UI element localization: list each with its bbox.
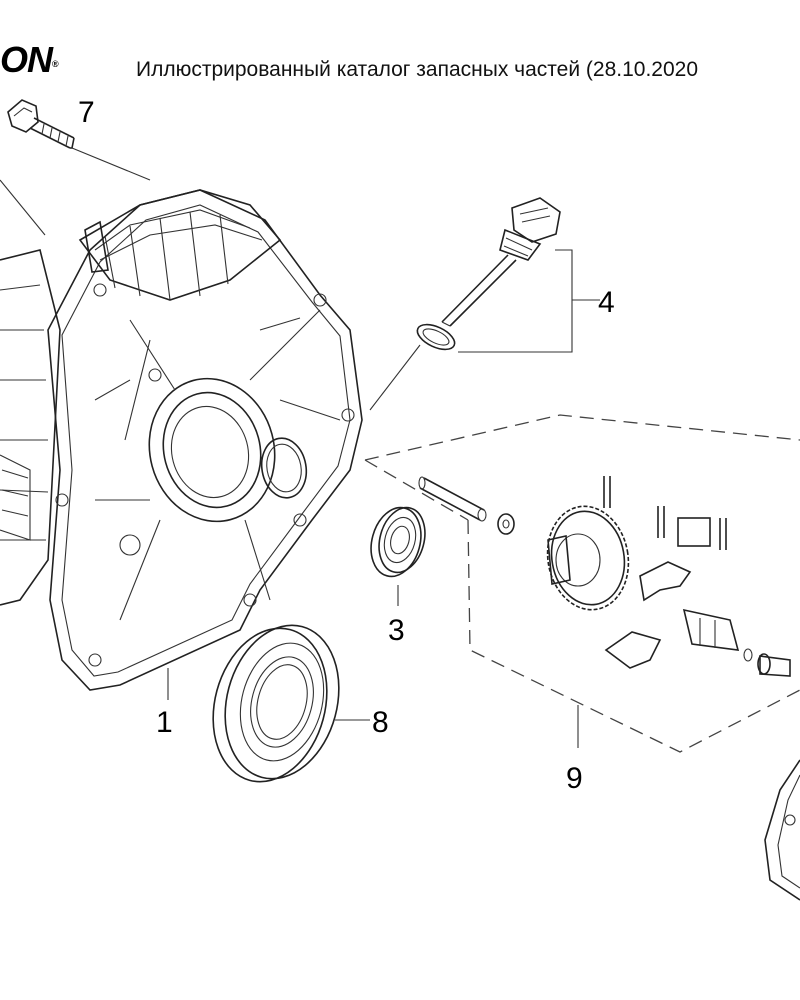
- part-7-bolt[interactable]: [7, 99, 75, 149]
- leader-dipstick: [369, 344, 421, 411]
- callout-9: 9: [566, 762, 583, 795]
- part-3-small-bearing[interactable]: [364, 502, 432, 582]
- bracket-4: [458, 249, 573, 353]
- side-cover-partial: [764, 759, 800, 901]
- part-1-crankcase[interactable]: [0, 189, 363, 691]
- part-8-large-bearing[interactable]: [197, 612, 356, 794]
- brand-logo: ON®: [0, 39, 59, 80]
- callout-3: 3: [388, 614, 405, 647]
- part-4-dipstick[interactable]: [414, 197, 561, 355]
- callout-8: 8: [372, 706, 389, 739]
- leader-line-7: [71, 147, 151, 181]
- leader-left-top: [0, 179, 46, 236]
- part-9-boundary: [364, 414, 800, 753]
- callout-4: 4: [598, 286, 615, 319]
- callout-1: 1: [156, 706, 173, 739]
- callout-7: 7: [78, 96, 95, 129]
- part-9-governor-assembly[interactable]: [418, 476, 791, 677]
- page-title: Иллюстрированный каталог запасных частей…: [136, 58, 699, 81]
